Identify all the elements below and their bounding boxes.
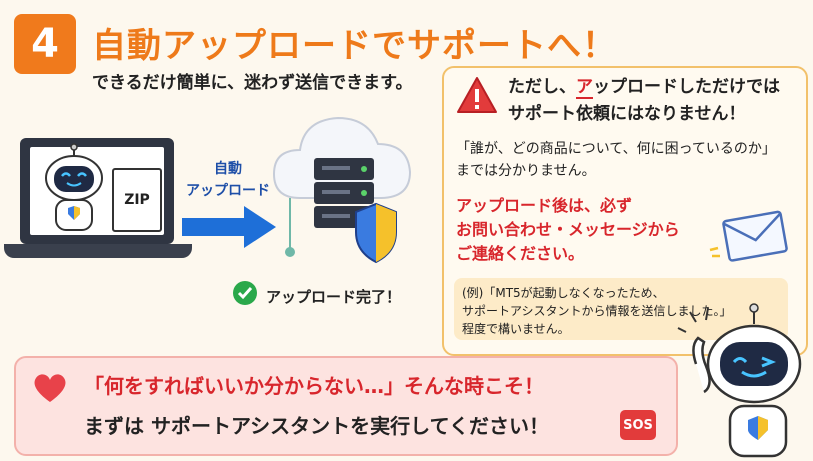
warning-triangle-icon bbox=[457, 77, 497, 113]
notice-action-line1: アップロード後は、必ず bbox=[456, 196, 633, 215]
example-line1: (例)「MT5が起動しなくなったため、 bbox=[462, 286, 665, 300]
example-line3: 程度で構いません。 bbox=[462, 322, 570, 336]
notice-quote-line2: までは分かりません。 bbox=[456, 163, 596, 179]
cloud-server-icon bbox=[272, 116, 412, 264]
page-subtitle: できるだけ簡単に、迷わず送信できます。 bbox=[92, 73, 413, 93]
notice-heading-suffix: ップロードしただけでは bbox=[593, 77, 780, 97]
notice-heading: ただし、アップロードしただけでは サポート依頼にはなりません！ bbox=[508, 74, 780, 128]
right-arrow-icon bbox=[182, 206, 276, 248]
laptop-keyboard-base bbox=[4, 244, 192, 258]
banner-instruction: まずは サポートアシスタントを実行してください！ bbox=[84, 414, 549, 438]
check-circle-icon bbox=[233, 281, 257, 305]
pointing-robot-icon bbox=[677, 303, 802, 458]
auto-upload-label: 自動 アップロード bbox=[178, 158, 278, 202]
example-text: (例)「MT5が起動しなくなったため、 サポートアシスタントから情報を送信しまし… bbox=[462, 284, 732, 338]
notice-heading-highlight: ア bbox=[576, 77, 593, 99]
notice-quote-line1: 「誰が、どの商品について、何に困っているのか」 bbox=[456, 141, 776, 157]
notice-heading-prefix: ただし、 bbox=[508, 77, 576, 97]
robot-mascot-icon bbox=[45, 143, 103, 231]
auto-upload-label-line1: 自動 bbox=[214, 161, 242, 177]
step-number-badge: 4 bbox=[14, 14, 76, 74]
auto-upload-label-line2: アップロード bbox=[186, 183, 270, 199]
notice-action-line2: お問い合わせ・メッセージから bbox=[456, 220, 680, 239]
example-line2: サポートアシスタントから情報を送信しました。」 bbox=[462, 304, 732, 318]
heart-icon bbox=[34, 374, 66, 402]
notice-action-line3: ご連絡ください。 bbox=[456, 244, 585, 263]
call-to-action-banner bbox=[14, 356, 678, 456]
sos-badge: SOS bbox=[620, 410, 656, 440]
notice-action: アップロード後は、必ず お問い合わせ・メッセージから ご連絡ください。 bbox=[456, 194, 680, 266]
zip-file-label: ZIP bbox=[124, 192, 150, 208]
upload-complete-text: アップロード完了！ bbox=[266, 288, 402, 306]
page-title: 自動アップロードでサポートへ！ bbox=[92, 26, 617, 66]
envelope-icon bbox=[709, 210, 788, 262]
notice-quote: 「誰が、どの商品について、何に困っているのか」 までは分かりません。 bbox=[456, 138, 776, 182]
notice-heading-line2: サポート依頼にはなりません！ bbox=[508, 104, 746, 124]
zip-file-icon: ZIP bbox=[112, 168, 162, 232]
banner-question: 「何をすればいいか分からない…」そんな時こそ！ bbox=[84, 374, 544, 398]
